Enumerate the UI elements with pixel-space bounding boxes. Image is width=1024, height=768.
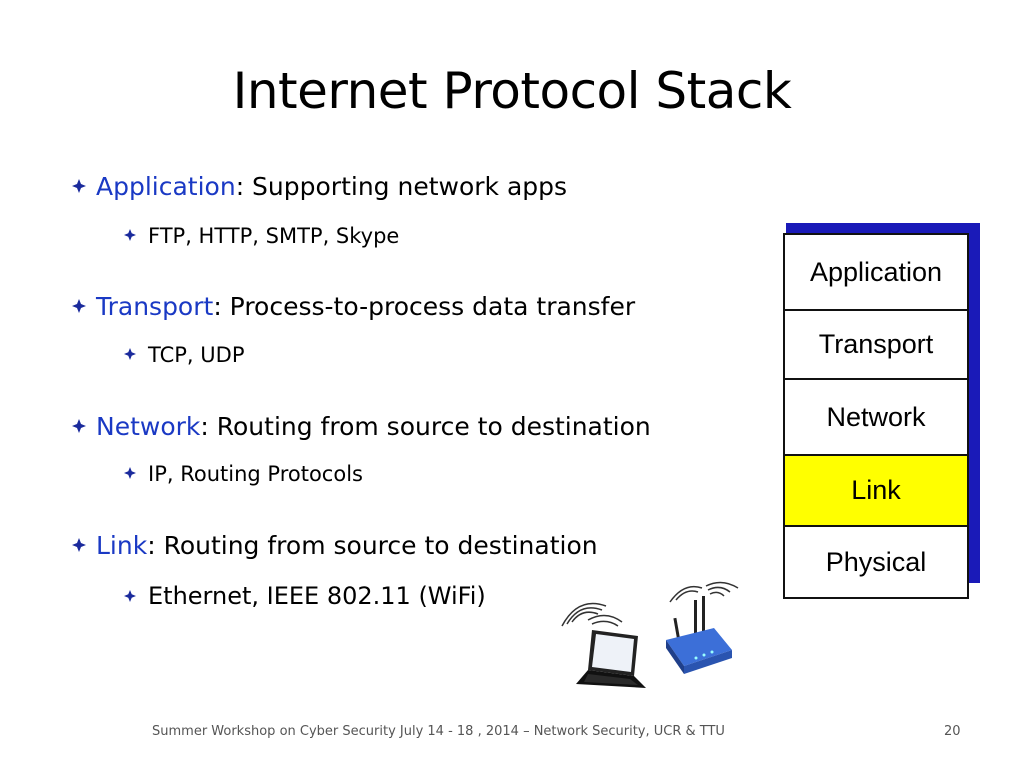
sub-bullet-text: TCP, UDP: [148, 343, 245, 367]
bullet-keyword: Network: [96, 412, 201, 441]
page-number: 20: [944, 724, 961, 739]
stack-layer-application: Application: [785, 235, 967, 311]
bullet-network: Network: Routing from source to destinat…: [72, 412, 651, 441]
bullet-link: Link: Routing from source to destination: [72, 531, 598, 560]
bullet-application: Application: Supporting network apps: [72, 172, 567, 201]
diamond-bullet-icon: [72, 538, 86, 552]
slide-title: Internet Protocol Stack: [232, 62, 792, 120]
bullet-text: : Process-to-process data transfer: [213, 292, 636, 321]
bullet-keyword: Link: [96, 531, 148, 560]
diamond-bullet-icon: [124, 348, 136, 360]
bullet-transport: Transport: Process-to-process data trans…: [72, 292, 635, 321]
slide-footer: Summer Workshop on Cyber Security July 1…: [152, 724, 725, 739]
diamond-bullet-icon: [72, 179, 86, 193]
diamond-bullet-icon: [124, 229, 136, 241]
sub-bullet: Ethernet, IEEE 802.11 (WiFi): [124, 582, 486, 610]
sub-bullet: FTP, HTTP, SMTP, Skype: [124, 224, 399, 248]
laptop-wifi-icon: [561, 602, 646, 688]
protocol-stack: Application Transport Network Link Physi…: [783, 233, 969, 599]
diamond-bullet-icon: [72, 299, 86, 313]
stack-layer-network: Network: [785, 380, 967, 456]
bullet-text: : Supporting network apps: [235, 172, 568, 201]
sub-bullet-text: FTP, HTTP, SMTP, Skype: [148, 224, 400, 248]
bullet-keyword: Transport: [96, 292, 214, 321]
sub-bullet-text: Ethernet, IEEE 802.11 (WiFi): [148, 582, 486, 610]
diamond-bullet-icon: [72, 419, 86, 433]
diamond-bullet-icon: [124, 590, 136, 602]
sub-bullet: IP, Routing Protocols: [124, 462, 363, 486]
sub-bullet: TCP, UDP: [124, 343, 244, 367]
bullet-text: : Routing from source to destination: [200, 412, 651, 441]
sub-bullet-text: IP, Routing Protocols: [148, 462, 363, 486]
wireless-router-icon: [666, 581, 739, 674]
bullet-keyword: Application: [96, 172, 236, 201]
stack-layer-physical: Physical: [785, 527, 967, 597]
diamond-bullet-icon: [124, 467, 136, 479]
stack-layer-transport: Transport: [785, 311, 967, 380]
bullet-text: : Routing from source to destination: [147, 531, 598, 560]
stack-layer-link: Link: [785, 456, 967, 527]
